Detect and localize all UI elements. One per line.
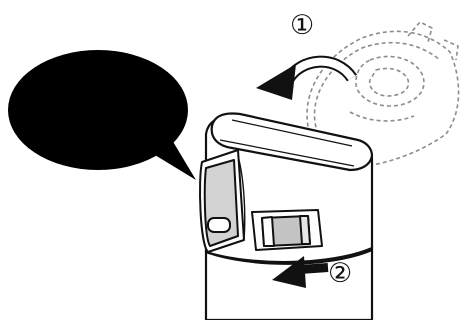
step-1-label: ① bbox=[290, 10, 314, 41]
step-2-label: ② bbox=[328, 258, 352, 289]
speech-bubble-icon bbox=[8, 50, 196, 180]
lock-slider bbox=[252, 210, 322, 250]
lid-latch bbox=[200, 150, 245, 252]
curved-arrow-icon bbox=[256, 62, 352, 100]
